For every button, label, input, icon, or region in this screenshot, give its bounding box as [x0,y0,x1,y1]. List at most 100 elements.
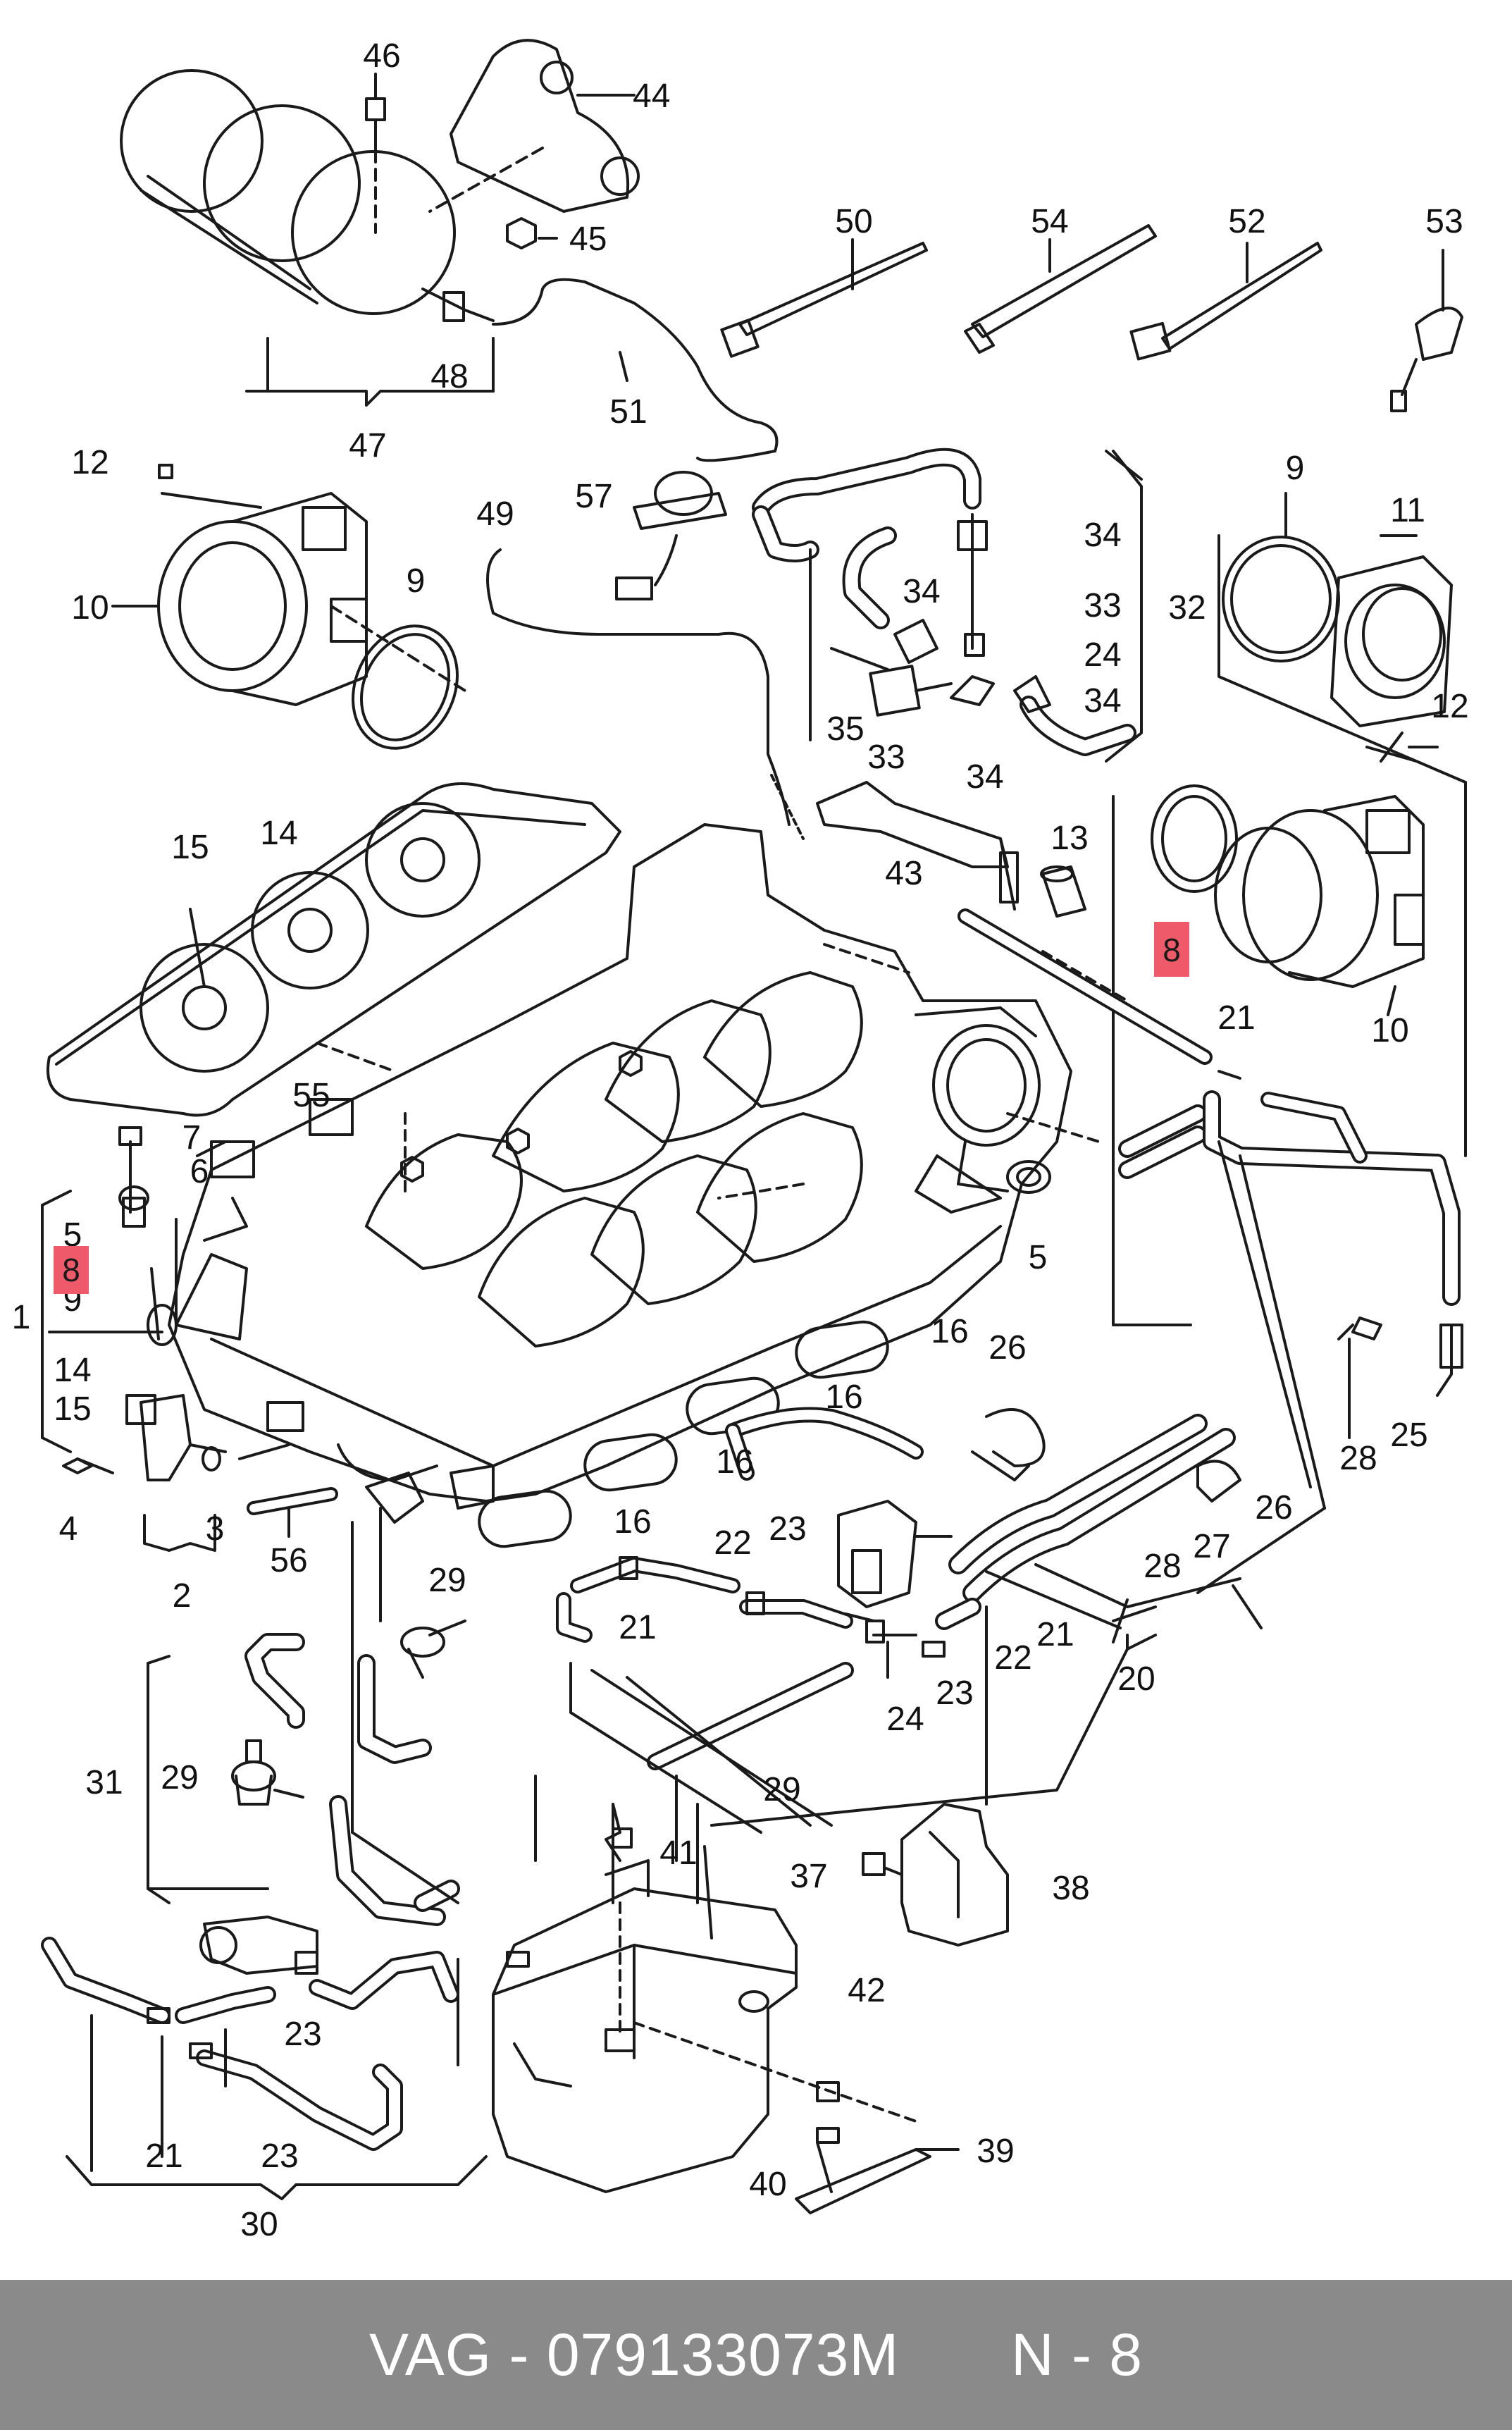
callout-33-b: 33 [867,739,905,776]
callout-35: 35 [826,710,864,748]
hose-group-32-drawing [752,448,1143,763]
callout-34-b: 34 [903,573,940,610]
callout-44: 44 [633,78,670,115]
callout-21-a: 21 [1217,999,1255,1037]
callout-57: 57 [575,478,612,515]
cable-tie-50-drawing [720,238,928,358]
callout-34-a: 34 [1084,517,1121,554]
callout-39: 39 [977,2133,1014,2170]
footer-brand: VAG [368,2321,492,2388]
callout-40: 40 [749,2166,786,2203]
callout-52: 52 [1228,203,1265,240]
callout-37: 37 [790,1858,827,1895]
vacuum-reservoir-drawing [120,69,495,407]
callout-5-right: 5 [1029,1239,1048,1276]
part-footer-bar: VAG - 079133073M N - 8 [0,2280,1512,2430]
callout-16-c: 16 [716,1443,753,1481]
callout-23-b: 23 [936,1675,973,1712]
callout-56: 56 [270,1542,307,1579]
callout-24-a: 24 [1084,636,1121,674]
cable-tie-54-drawing [964,224,1157,354]
callout-6: 6 [190,1153,209,1190]
callout-54: 54 [1031,203,1068,240]
callout-labels: 46 44 45 48 47 50 54 52 53 51 12 10 57 4… [12,37,1469,2243]
intake-manifold-drawing [41,782,1129,1552]
hose-group-31-drawing [41,1507,488,2200]
callout-10-right: 10 [1371,1012,1408,1049]
callout-29-a: 29 [428,1562,466,1599]
wire-clip-53-drawing [1390,249,1463,412]
flange-11-drawing [1330,534,1453,763]
callout-20: 20 [1117,1660,1155,1698]
highlight-marker-left[interactable]: 8 [54,1246,89,1294]
callout-15-left: 15 [54,1390,91,1428]
highlight-marker-top[interactable]: 8 [1154,922,1189,977]
callout-23-a: 23 [769,1510,806,1548]
callout-51: 51 [609,393,647,431]
throttle-body-right-drawing [1151,784,1425,1016]
bracket-39-drawing [795,2127,960,2214]
callout-34-d: 34 [966,758,1003,796]
callout-30: 30 [240,2206,278,2243]
callout-34-c: 34 [1084,682,1121,720]
callout-28-a: 28 [1339,1440,1377,1477]
callout-21-c: 21 [1036,1616,1074,1653]
highlight-box-left [54,1246,89,1294]
callout-38: 38 [1052,1870,1089,1907]
callout-49: 49 [476,495,514,533]
highlight-label-top: 8 [1163,932,1181,968]
callout-12-left: 12 [71,444,109,481]
footer-text: VAG - 079133073M N - 8 [369,2321,1143,2389]
callout-50: 50 [835,203,872,240]
callout-31: 31 [85,1764,123,1801]
footer-position-prefix: N [1010,2321,1055,2388]
callout-1: 1 [12,1299,31,1336]
bracket-44-drawing [428,39,640,213]
callout-2: 2 [173,1577,192,1615]
callout-22-a: 22 [714,1524,751,1562]
frame-lines-bottom-drawing [457,1775,699,2066]
callout-10-left: 10 [71,589,109,627]
check-valve-57-drawing [615,471,727,600]
vacuum-line-49-drawing [486,548,805,840]
callout-29-c: 29 [161,1759,198,1796]
highlight-label-left: 8 [62,1252,80,1288]
cable-tie-52-drawing [1129,242,1322,361]
callout-33-a: 33 [1084,587,1121,624]
callout-53: 53 [1425,203,1463,240]
sleeve-13-drawing [1040,865,1086,918]
box-42-drawing [492,1803,917,2193]
callout-16-b: 16 [825,1379,862,1416]
intake-manifold-diagram: 46 44 45 48 47 50 54 52 53 51 12 10 57 4… [12,37,1469,2243]
throttle-body-left-drawing [111,464,466,706]
callout-26-a: 26 [989,1329,1026,1367]
bolts-bottom-drawing [612,1827,840,2102]
callout-55: 55 [292,1077,330,1114]
footer-part-number: 079133073M [546,2321,900,2388]
callout-47: 47 [349,427,386,464]
bolt-46-drawing [365,73,386,234]
gasket-9-left-drawing [352,624,459,750]
callout-23-d: 23 [261,2138,298,2175]
callout-14-left: 14 [54,1352,91,1389]
callout-28-b: 28 [1144,1548,1181,1585]
callout-21-b: 21 [619,1609,656,1646]
gasket-9-right-drawing [1222,492,1340,662]
callout-32: 32 [1168,589,1206,627]
callout-7: 7 [182,1119,202,1157]
callout-23-c: 23 [284,2016,321,2053]
callout-26-b: 26 [1255,1489,1292,1527]
bracket-38-drawing [862,1803,1009,1947]
nut-45-drawing [506,217,558,249]
callout-24-b: 24 [886,1701,924,1738]
hose-group-20-drawing [556,908,1463,1834]
callout-13: 13 [1051,820,1088,857]
callout-4: 4 [59,1510,78,1548]
callout-16-a: 16 [931,1313,968,1350]
callout-42: 42 [848,1972,885,2009]
callout-21-d: 21 [145,2138,182,2175]
callout-43: 43 [885,855,922,892]
callout-27: 27 [1193,1528,1230,1565]
callout-48: 48 [430,358,468,395]
